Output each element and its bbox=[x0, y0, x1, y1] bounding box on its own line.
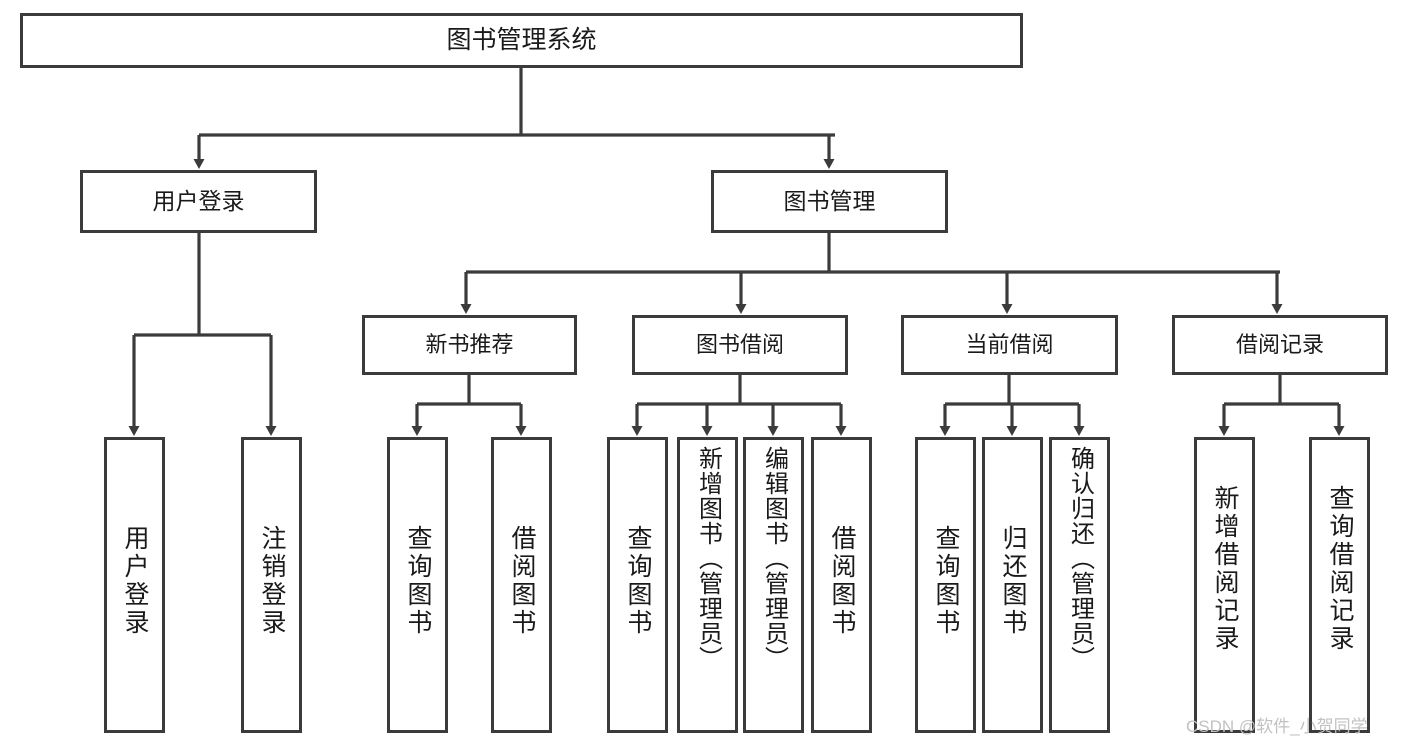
leaf-borrow-add-book-admin[interactable]: 新增图书（管理员） bbox=[677, 437, 738, 733]
leaf-user-logout[interactable]: 注销登录 bbox=[241, 437, 302, 733]
node-label: 图书借阅 bbox=[695, 332, 784, 358]
leaf-recommend-query-book[interactable]: 查询图书 bbox=[387, 437, 448, 733]
node-label: 用户登录 bbox=[121, 525, 149, 637]
node-label: 新增借阅记录 bbox=[1211, 485, 1239, 653]
node-label: 归还图书 bbox=[999, 525, 1027, 637]
leaf-current-confirm-return-admin[interactable]: 确认归还（管理员） bbox=[1049, 437, 1110, 733]
node-label: 查询图书 bbox=[404, 525, 432, 637]
leaf-borrow-query-book[interactable]: 查询图书 bbox=[607, 437, 668, 733]
node-label: 用户登录 bbox=[152, 187, 245, 214]
node-label: 新书推荐 bbox=[425, 332, 514, 358]
leaf-current-return-book[interactable]: 归还图书 bbox=[982, 437, 1043, 733]
node-new-book-recommend[interactable]: 新书推荐 bbox=[362, 315, 577, 375]
node-label: 图书管理 bbox=[783, 187, 876, 214]
node-label: 借阅记录 bbox=[1235, 332, 1324, 358]
leaf-current-query-book[interactable]: 查询图书 bbox=[915, 437, 976, 733]
node-label: 新增图书（管理员） bbox=[694, 446, 722, 671]
leaf-record-query-record[interactable]: 查询借阅记录 bbox=[1309, 437, 1370, 733]
node-book-borrow[interactable]: 图书借阅 bbox=[632, 315, 848, 375]
node-label: 图书管理系统 bbox=[446, 25, 597, 54]
node-label: 借阅图书 bbox=[828, 525, 856, 637]
node-label: 查询图书 bbox=[624, 525, 652, 637]
node-user-login[interactable]: 用户登录 bbox=[80, 170, 317, 233]
leaf-recommend-borrow-book[interactable]: 借阅图书 bbox=[491, 437, 552, 733]
node-book-management[interactable]: 图书管理 bbox=[711, 170, 948, 233]
leaf-record-add-record[interactable]: 新增借阅记录 bbox=[1194, 437, 1255, 733]
node-label: 查询借阅记录 bbox=[1326, 485, 1354, 653]
leaf-borrow-borrow-book[interactable]: 借阅图书 bbox=[811, 437, 872, 733]
leaf-borrow-edit-book-admin[interactable]: 编辑图书（管理员） bbox=[743, 437, 804, 733]
node-label: 注销登录 bbox=[258, 525, 286, 637]
node-label: 确认归还（管理员） bbox=[1066, 446, 1094, 671]
node-root-system[interactable]: 图书管理系统 bbox=[20, 13, 1023, 68]
node-borrow-record[interactable]: 借阅记录 bbox=[1172, 315, 1388, 375]
node-label: 当前借阅 bbox=[965, 332, 1054, 358]
csdn-watermark: CSDN @软件_小贺同学 bbox=[1186, 717, 1368, 736]
node-current-borrow[interactable]: 当前借阅 bbox=[901, 315, 1118, 375]
node-label: 借阅图书 bbox=[508, 525, 536, 637]
node-label: 查询图书 bbox=[932, 525, 960, 637]
node-label: 编辑图书（管理员） bbox=[760, 446, 788, 671]
leaf-user-login[interactable]: 用户登录 bbox=[104, 437, 165, 733]
